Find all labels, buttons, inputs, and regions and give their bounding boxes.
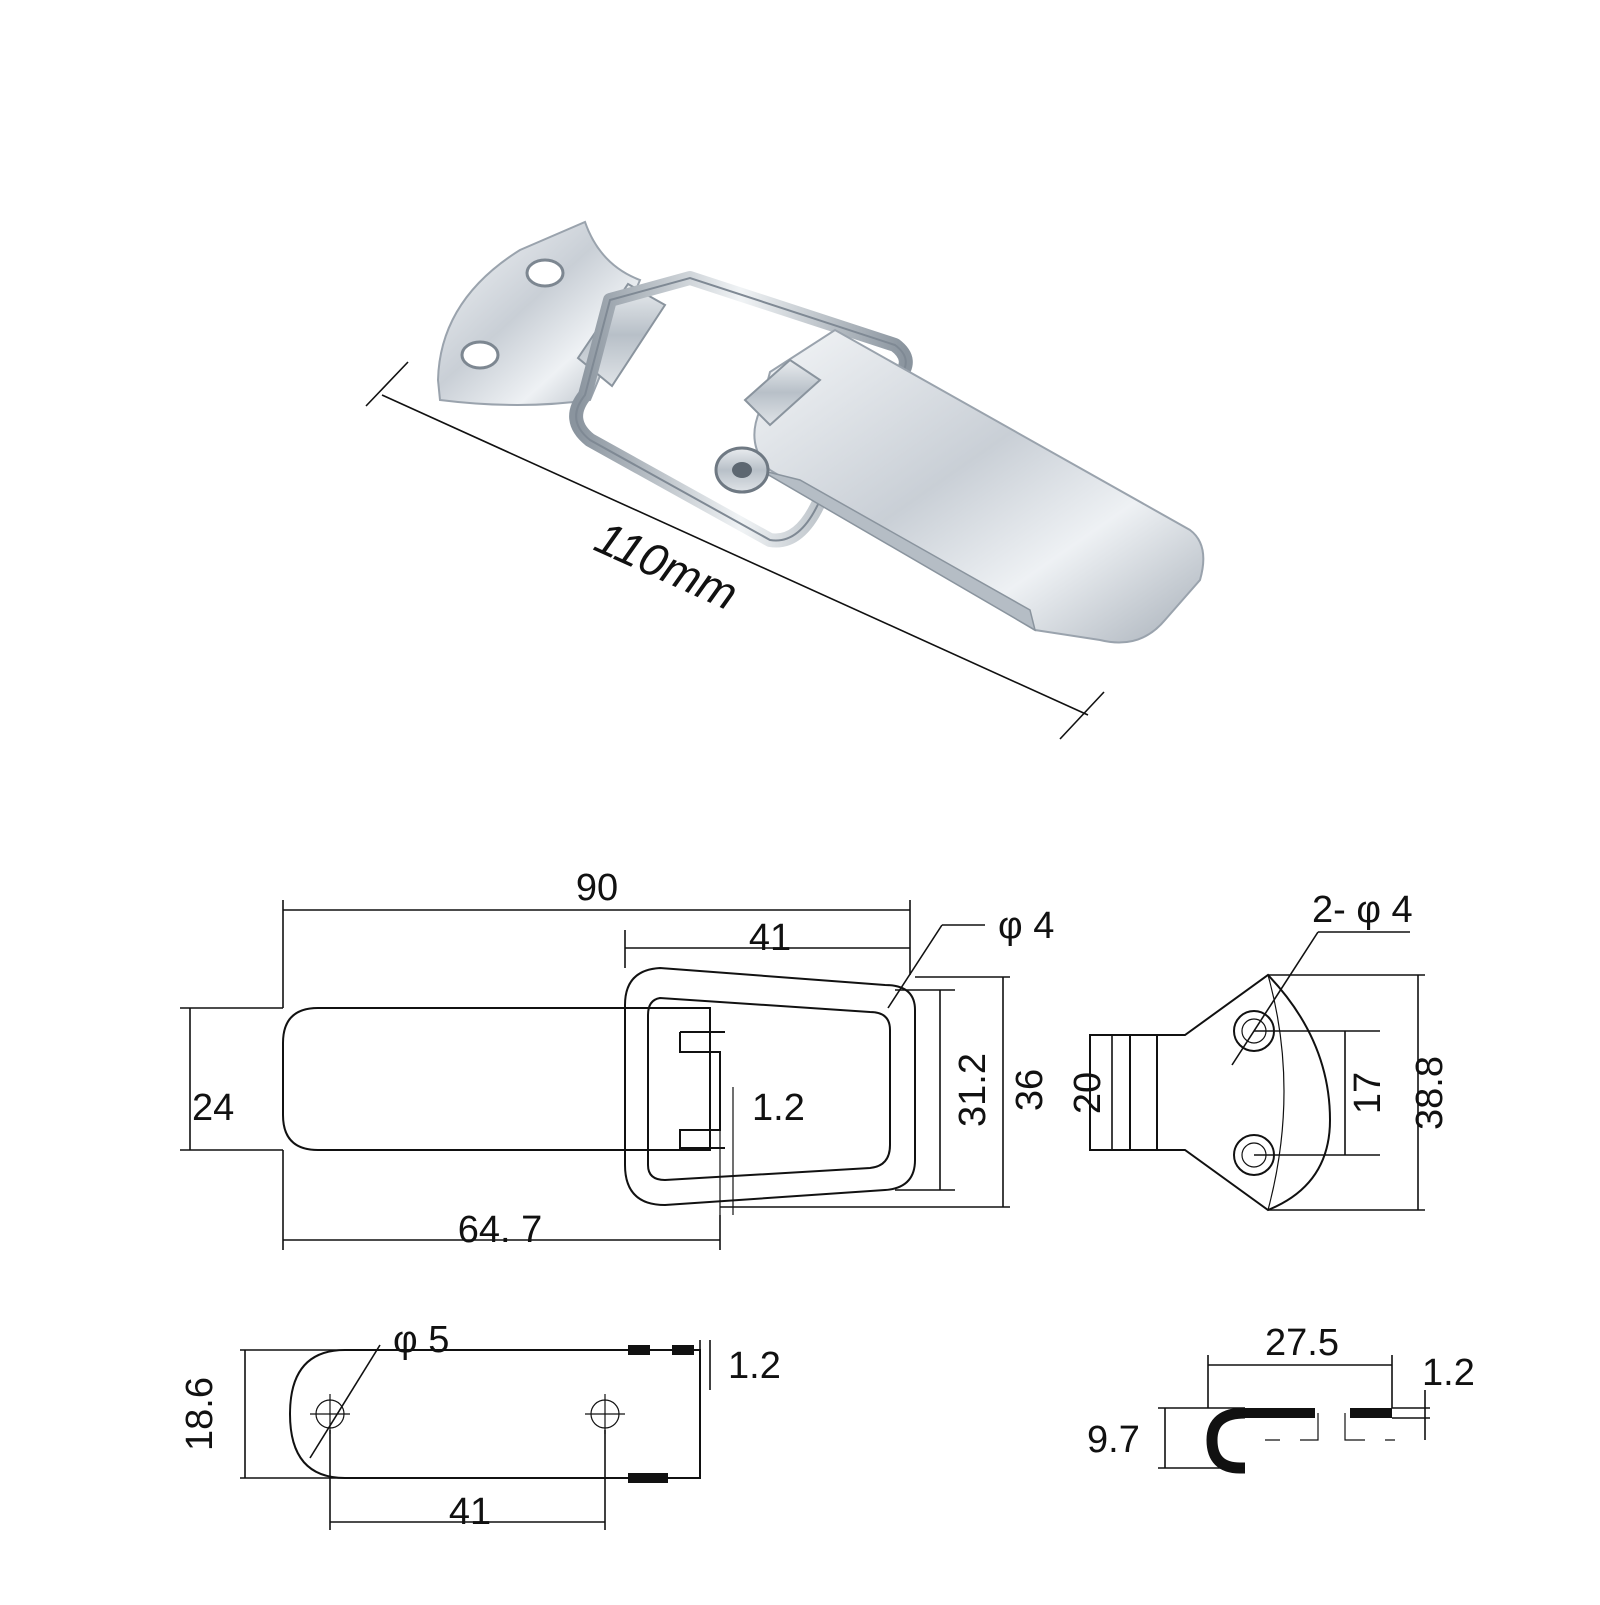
dim-41-bottom: 41 xyxy=(449,1491,491,1533)
dim-64.7: 64. 7 xyxy=(458,1209,543,1251)
dim-20: 20 xyxy=(1067,1072,1109,1114)
dim-17: 17 xyxy=(1347,1072,1389,1114)
dim-9.7: 9.7 xyxy=(1087,1419,1140,1461)
bottom-view: φ 5 1.2 18.6 41 xyxy=(179,1319,781,1533)
dim-18.6: 18.6 xyxy=(179,1377,221,1451)
bail-outer xyxy=(624,966,916,1207)
lever-tab xyxy=(743,358,822,427)
dim-phi5: φ 5 xyxy=(393,1319,449,1361)
dim-1.2-bottom: 1.2 xyxy=(728,1345,781,1387)
lever-bottom-outline xyxy=(288,1349,701,1479)
catch-outline xyxy=(1089,973,1332,1212)
catch-view: 2- φ 4 20 17 38.8 xyxy=(1067,889,1451,1212)
dim-41-top: 41 xyxy=(749,917,791,959)
dim-phi4: φ 4 xyxy=(998,905,1054,947)
hook-section xyxy=(1206,1407,1246,1474)
dim-tick-left xyxy=(365,361,409,407)
lever-outline xyxy=(282,1007,711,1151)
dim-1.2-front: 1.2 xyxy=(752,1087,805,1129)
dim-110mm: 110mm xyxy=(588,511,746,620)
tab-top-1 xyxy=(628,1345,650,1355)
section-bar-1 xyxy=(1245,1408,1315,1418)
dim-31.2: 31.2 xyxy=(952,1053,994,1127)
dim-36: 36 xyxy=(1009,1069,1051,1111)
catch-hole-2 xyxy=(460,340,500,370)
dim-24: 24 xyxy=(192,1087,234,1129)
front-view: 90 41 φ 4 24 1.2 31.2 36 64. 7 xyxy=(180,867,1054,1251)
bail-inner xyxy=(647,996,891,1182)
tab-bottom xyxy=(628,1473,668,1483)
section-view: 27.5 1.2 9.7 xyxy=(1087,1322,1475,1474)
section-bar-2 xyxy=(1350,1408,1392,1418)
lever-notch xyxy=(679,1031,725,1149)
tab-top-2 xyxy=(672,1345,694,1355)
dim-90: 90 xyxy=(576,867,618,909)
latch-photo: 110mm xyxy=(365,220,1205,740)
dim-2-phi4: 2- φ 4 xyxy=(1312,889,1413,931)
dim-27.5: 27.5 xyxy=(1265,1322,1339,1364)
catch-hole-1 xyxy=(525,258,565,288)
lever-body xyxy=(753,328,1205,644)
dim-line-110 xyxy=(381,394,1089,716)
lever-side xyxy=(759,469,1037,632)
dim-tick-right xyxy=(1059,691,1105,740)
dim-38.8: 38.8 xyxy=(1409,1056,1451,1130)
leader-phi4 xyxy=(887,924,943,1009)
dim-1.2-section: 1.2 xyxy=(1422,1352,1475,1394)
